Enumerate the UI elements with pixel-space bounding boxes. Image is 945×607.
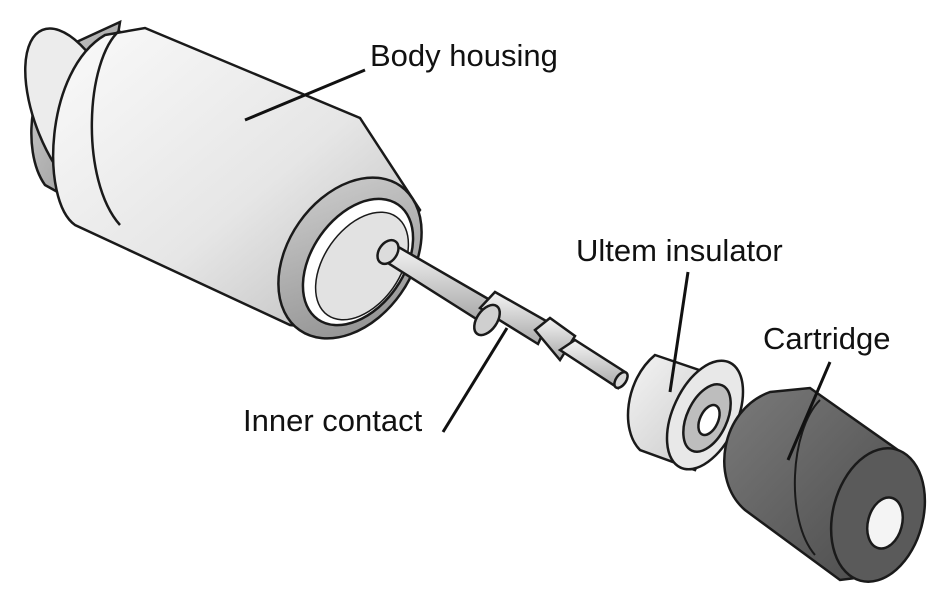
leader-body-housing — [244, 68, 366, 122]
cartridge — [723, 386, 927, 583]
inner-contact-collar-face — [473, 303, 501, 337]
body-housing — [23, 19, 423, 340]
cartridge-seam — [793, 399, 821, 556]
leader-inner-contact — [441, 327, 509, 433]
ultem-insulator — [626, 353, 745, 472]
leader-ultem-insulator — [668, 271, 690, 393]
inner-contact-tip-end — [613, 370, 629, 390]
cartridge-bore — [866, 496, 904, 550]
body-housing-groove — [90, 29, 121, 226]
ultem-insulator-hole — [697, 403, 721, 437]
label-ultem-insulator: Ultem insulator — [576, 233, 783, 268]
label-inner-contact: Inner contact — [243, 403, 423, 438]
label-body-housing: Body housing — [370, 38, 558, 73]
leader-cartridge — [786, 361, 832, 461]
inner-contact — [376, 238, 629, 390]
body-housing-bore-inner — [314, 211, 410, 321]
label-cartridge: Cartridge — [763, 321, 891, 356]
inner-contact-end — [376, 238, 400, 266]
leader-lines — [244, 68, 832, 461]
